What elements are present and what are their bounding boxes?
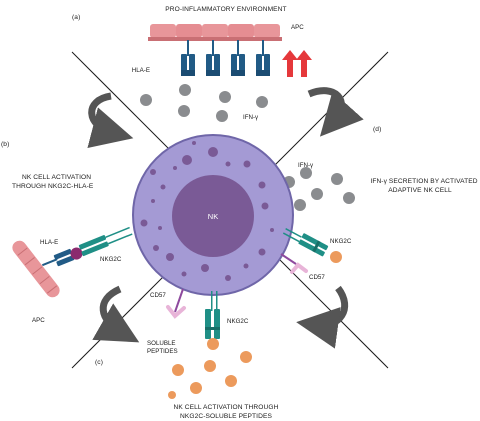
panel-b-letter: (b): [1, 141, 9, 148]
curved-arrow-icon: [87, 87, 364, 349]
panel-c-title-line1: NK CELL ACTIVATION THROUGH: [174, 404, 279, 411]
soluble-peptides-label-line1: SOLUBLE: [147, 340, 176, 347]
apc-left-label: APC: [32, 317, 45, 324]
ifn-gamma-right-label: IFN-γ: [298, 162, 314, 169]
apc-top-label: APC: [291, 24, 304, 31]
up-arrow-icon: [282, 50, 312, 77]
nk-granules: [140, 141, 274, 281]
panel-a-title: PRO-INFLAMMATORY ENVIRONMENT: [165, 6, 286, 13]
soluble-peptides: [168, 338, 252, 399]
panel-d-title-line2: ADAPTIVE NK CELL: [388, 187, 452, 194]
hla-e-left-label: HLA-E: [40, 239, 58, 246]
apc-membrane-top: [148, 24, 282, 41]
apc-cell-left: [12, 240, 60, 298]
panel-b-title-line1: NK CELL ACTIVATION: [22, 174, 91, 181]
ifn-gamma-top-label: IFN-γ: [243, 114, 259, 121]
nkg2c-right-label: NKG2C: [330, 238, 352, 245]
cd57-receptor-right: [280, 253, 308, 274]
panel-d-letter: (d): [373, 126, 381, 133]
nkg2c-receptor-right: [282, 228, 342, 263]
ifn-gamma-dots-top: [140, 84, 268, 122]
curved-arrow-icon: [92, 285, 140, 343]
panel-c-title-line2: NKG2C-SOLUBLE PEPTIDES: [180, 413, 272, 420]
cd57-right-label: CD57: [309, 274, 325, 281]
panel-c-letter: (c): [95, 359, 103, 366]
cd57-receptor-bottom: [166, 288, 186, 319]
nk-cell: NK: [132, 134, 294, 296]
hla-e-molecules-top: [181, 40, 270, 76]
nkg2c-bottom-label: NKG2C: [227, 318, 249, 325]
hla-e-nkg2c-complex-left: [41, 226, 133, 267]
hla-e-top-label: HLA-E: [132, 67, 150, 74]
curved-arrow-icon: [87, 92, 134, 149]
nkg2c-left-label: NKG2C: [100, 256, 122, 263]
panel-b-title-line2: THROUGH NKG2C-HLA-E: [12, 183, 94, 190]
nk-label: NK: [208, 212, 218, 221]
panel-d-title-line1: IFN-γ SECRETION BY ACTIVATED: [370, 178, 477, 185]
nkg2c-receptor-bottom: [205, 291, 220, 339]
curved-arrow-icon: [296, 285, 349, 349]
cd57-bottom-label: CD57: [150, 292, 166, 299]
panel-a-letter: (a): [72, 14, 80, 21]
soluble-peptides-label-line2: PEPTIDES: [147, 348, 178, 355]
curved-arrow-icon: [307, 87, 364, 137]
